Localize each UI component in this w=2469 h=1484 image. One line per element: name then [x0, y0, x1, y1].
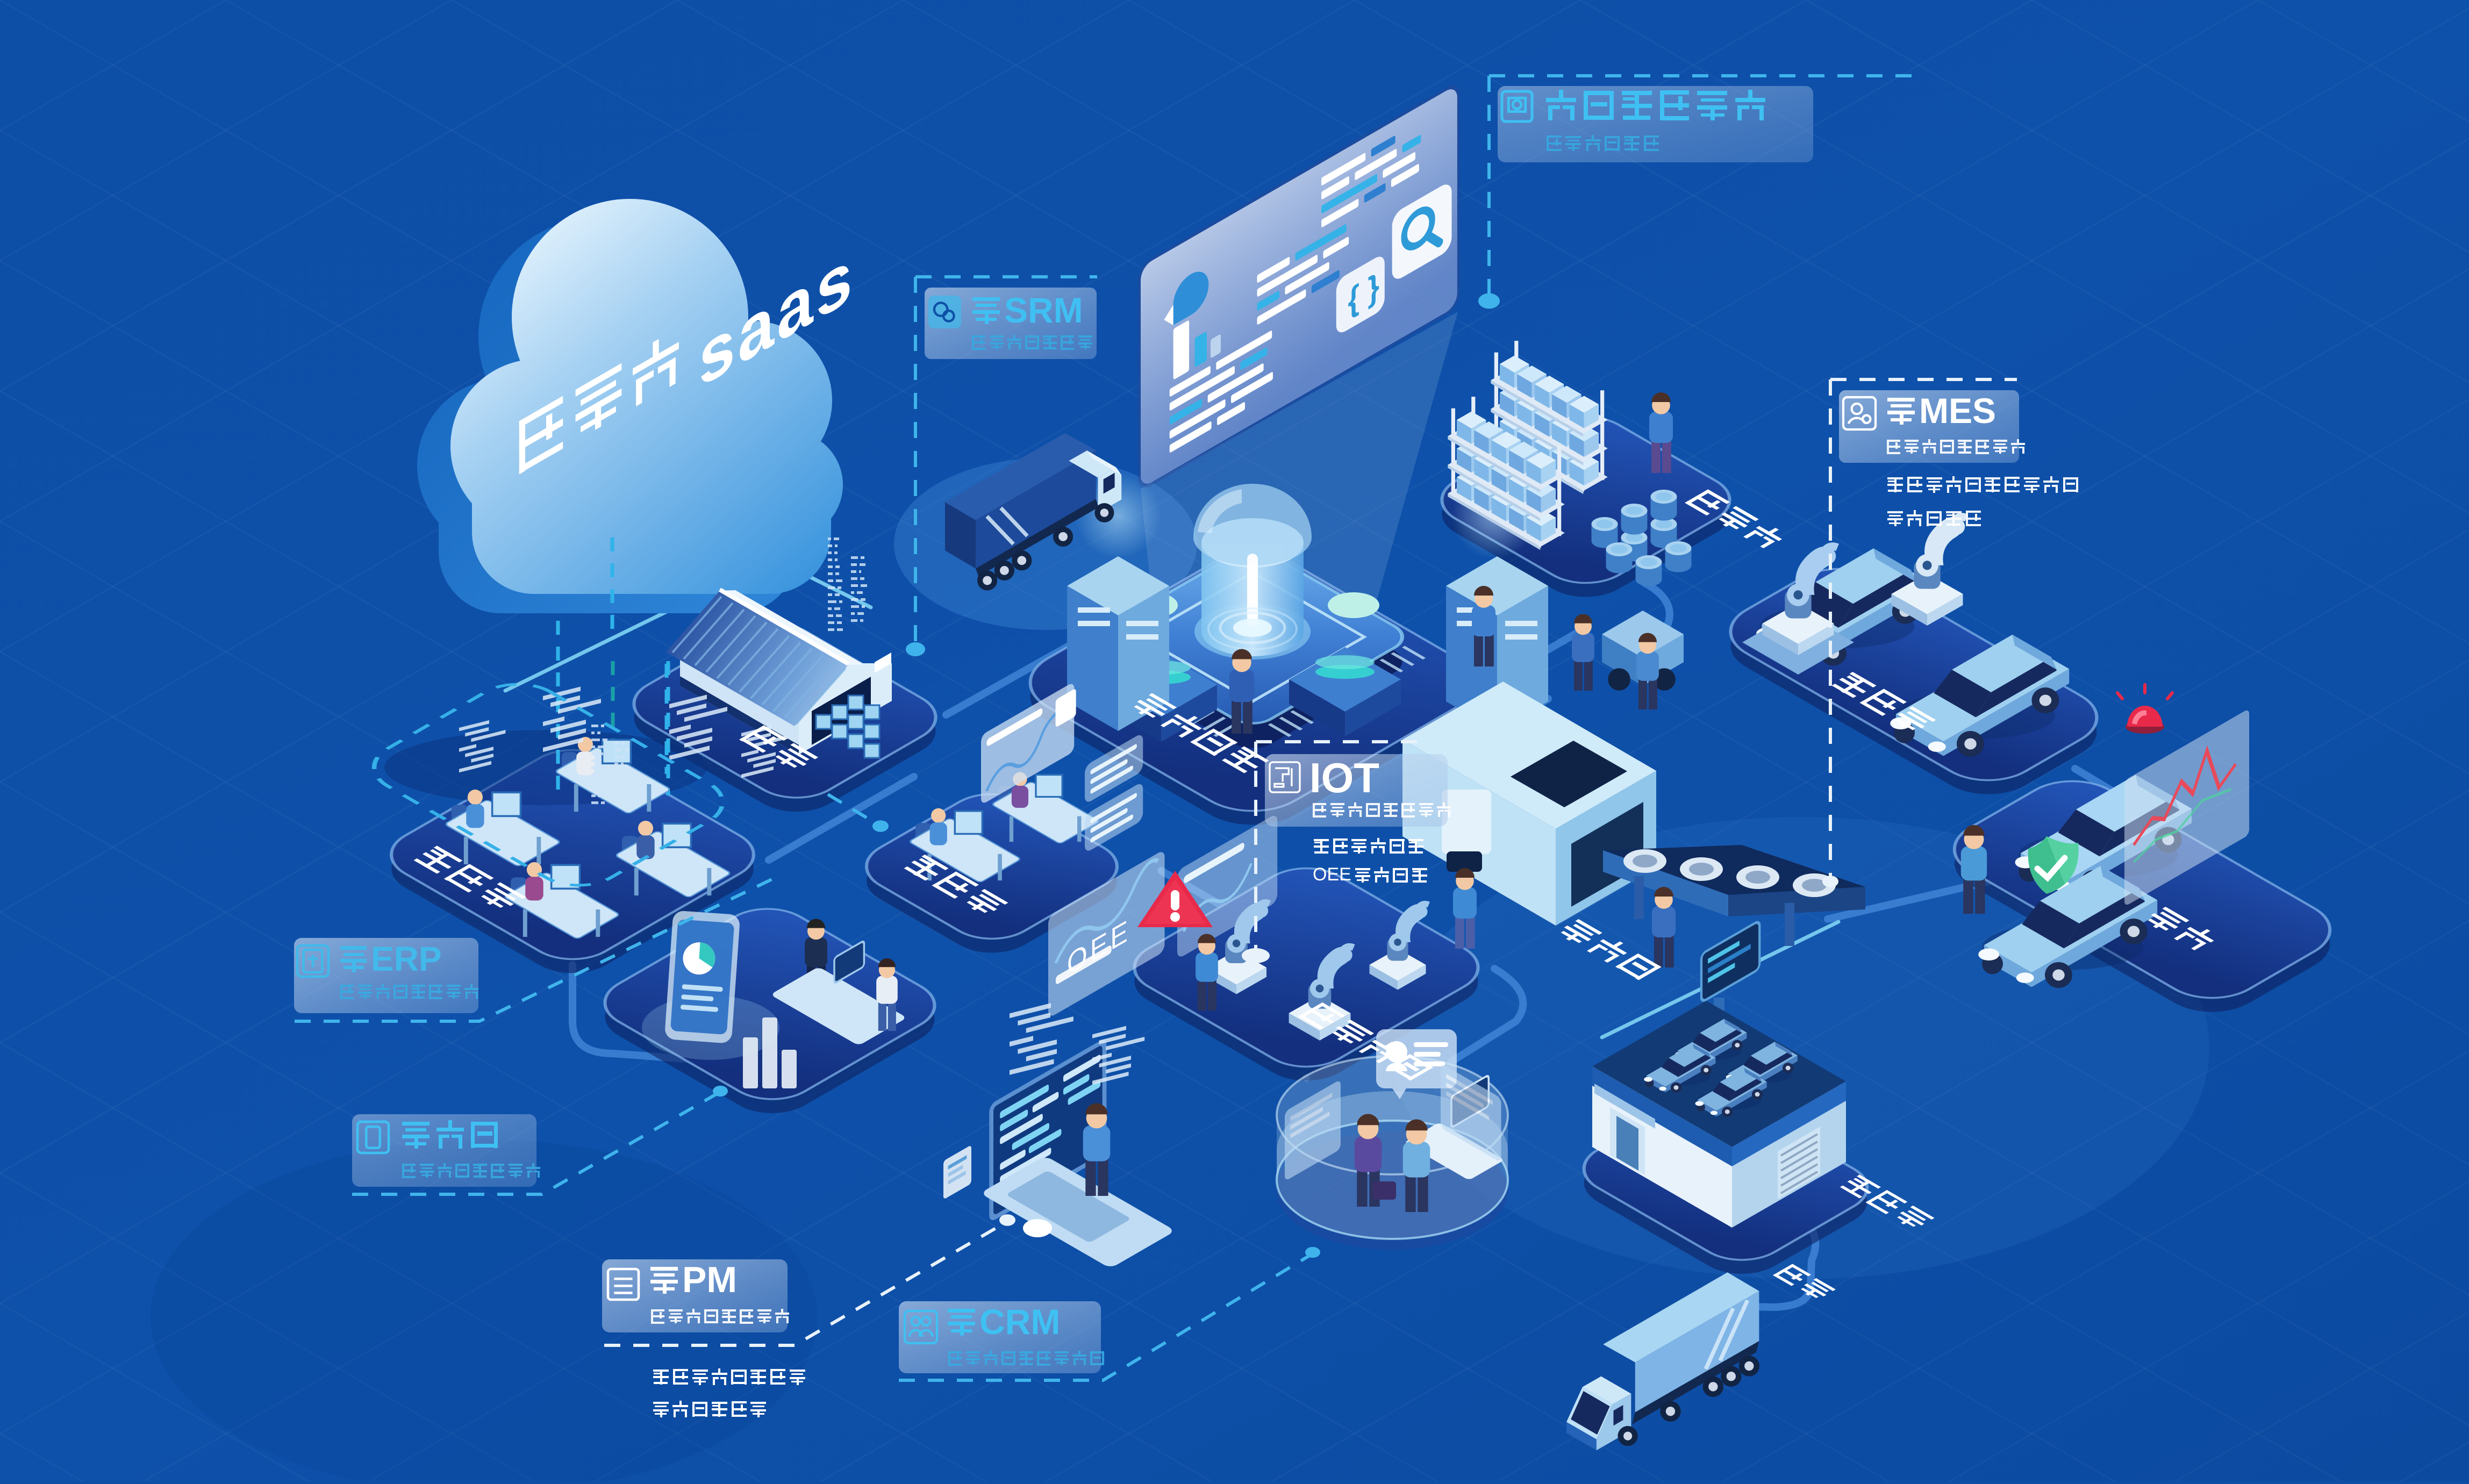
svg-text:MES: MES — [1919, 391, 1996, 431]
svg-text:PM: PM — [682, 1259, 737, 1300]
svg-text:CRM: CRM — [979, 1302, 1060, 1342]
svg-text:IOT: IOT — [1309, 754, 1379, 801]
svg-text:OEE: OEE — [1313, 864, 1351, 885]
svg-text:ERP: ERP — [371, 940, 442, 978]
svg-text:SRM: SRM — [1004, 290, 1083, 330]
